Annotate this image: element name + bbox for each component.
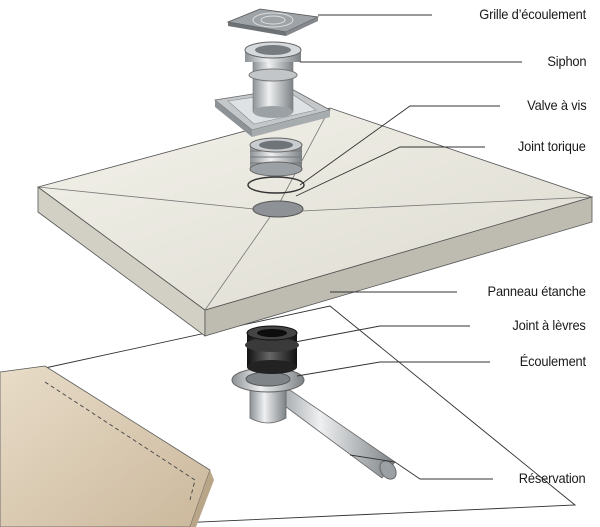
label-joint-torique: Joint torique (518, 138, 586, 154)
leader-lines (294, 14, 522, 480)
label-ecoulement: Écoulement (519, 353, 586, 369)
waterproof-panel (37, 107, 594, 337)
label-grille: Grille d’écoulement (479, 6, 586, 22)
drain-pipe-part (231, 367, 397, 480)
drain-grate-part (226, 8, 320, 36)
label-valve: Valve à vis (526, 97, 586, 113)
label-panneau: Panneau étanche (487, 283, 586, 299)
screw-valve-thread-part (249, 137, 303, 177)
siphon-part (244, 41, 302, 118)
lip-seal-part (245, 325, 299, 374)
floor-slab (0, 365, 214, 527)
label-reservation: Réservation (519, 470, 586, 486)
label-joint-levres: Joint à lèvres (512, 317, 586, 333)
o-ring-part (247, 176, 305, 194)
label-siphon: Siphon (546, 53, 586, 69)
